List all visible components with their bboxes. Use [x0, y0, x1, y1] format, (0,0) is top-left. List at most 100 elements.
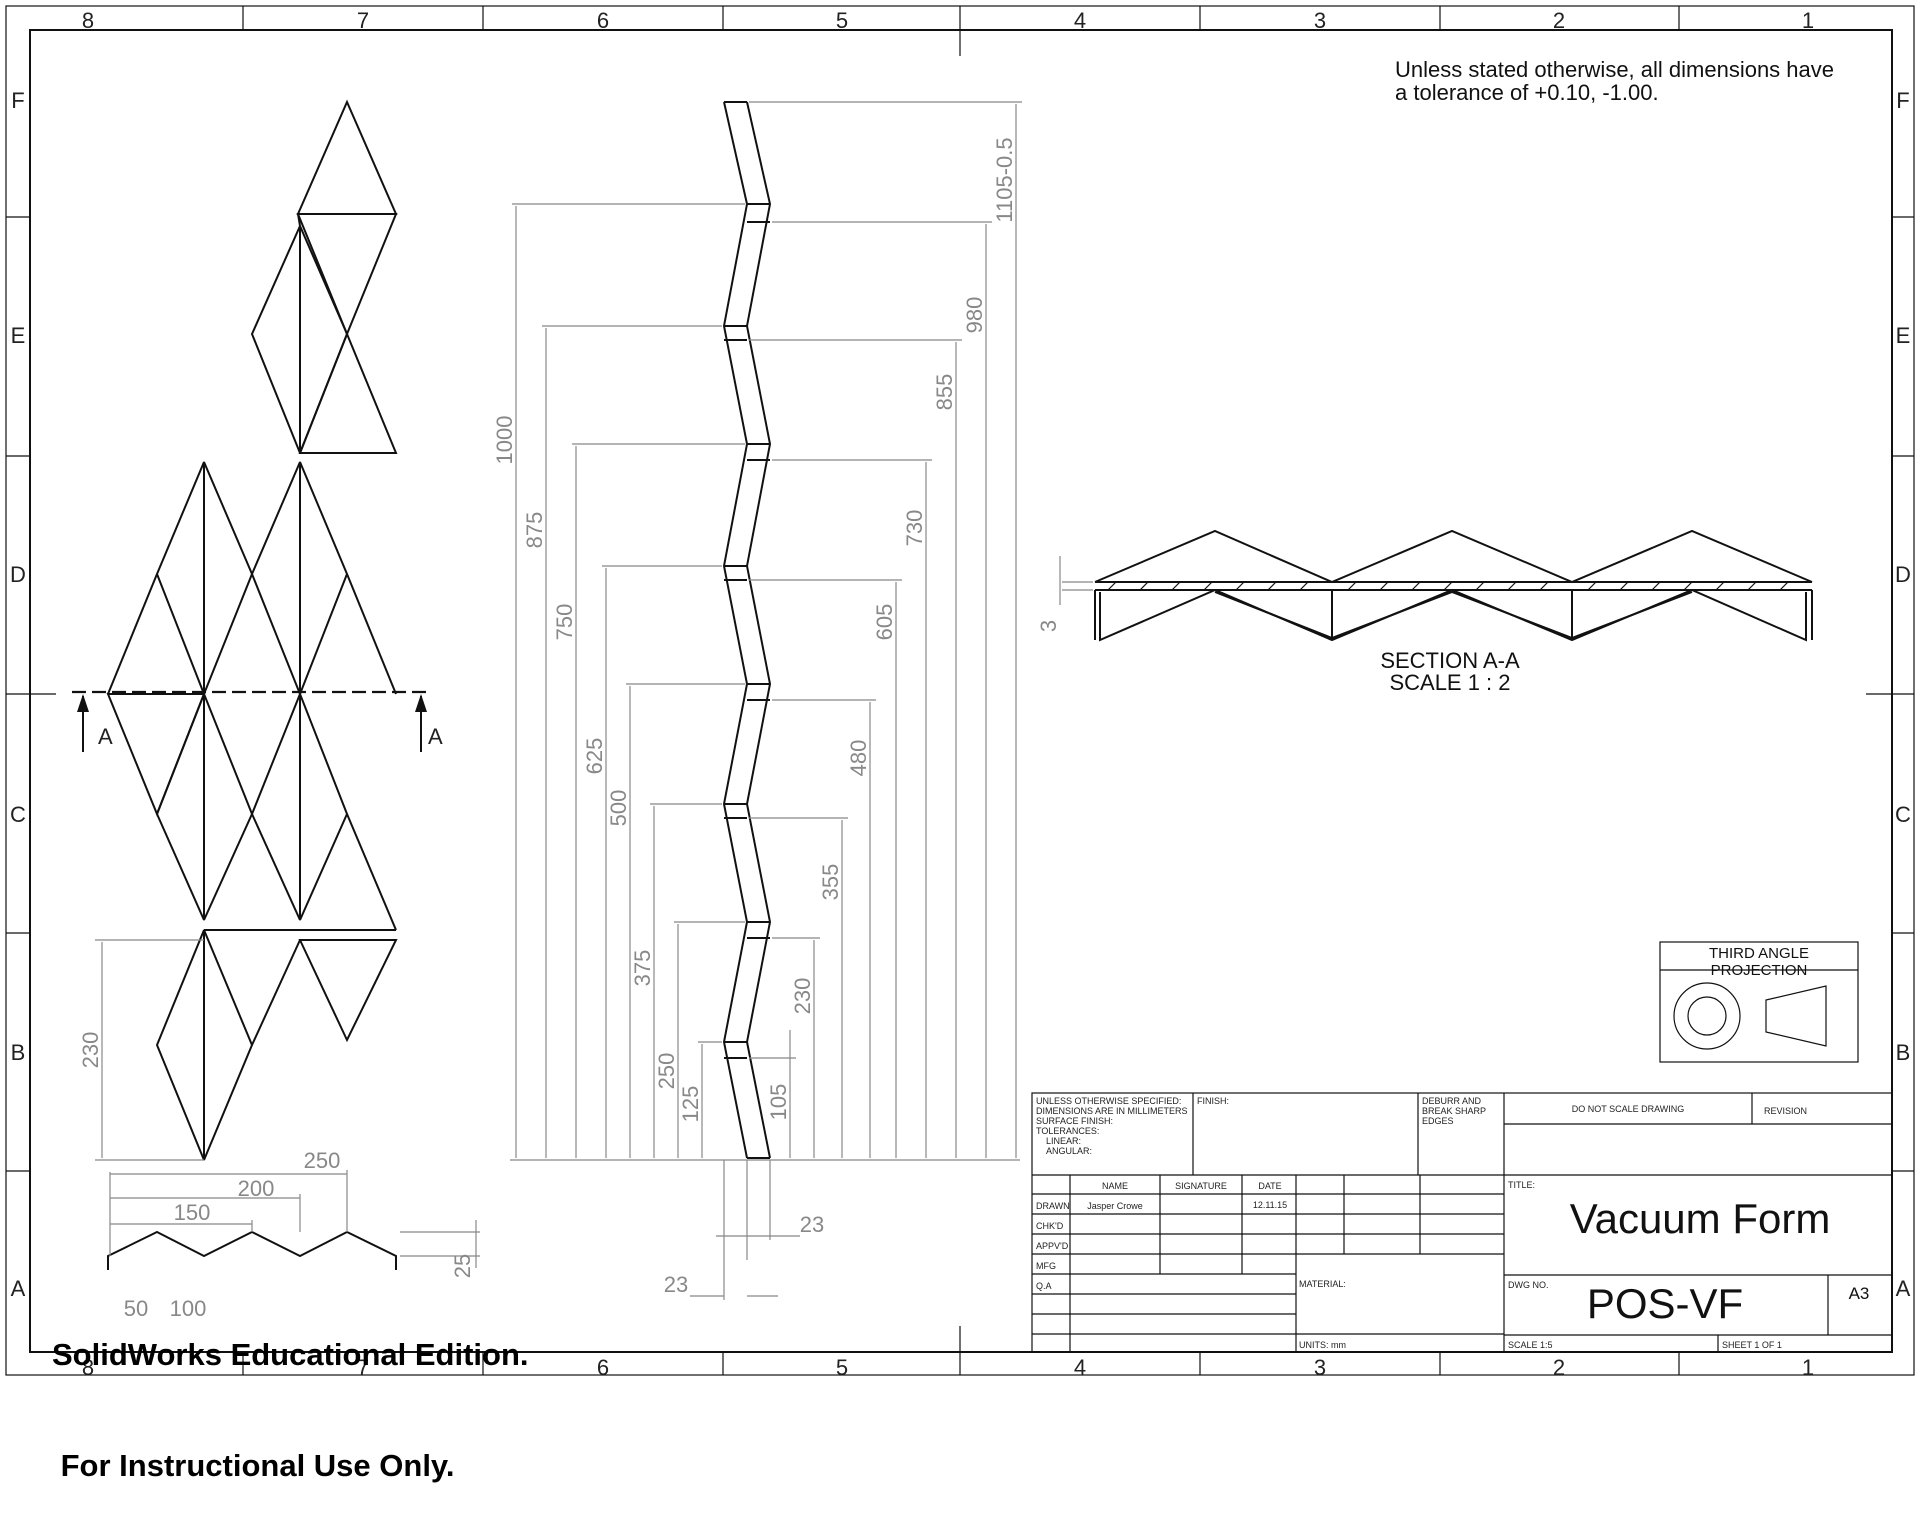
dim-605: 605 — [872, 604, 897, 641]
dim-500: 500 — [606, 790, 631, 827]
zone-col-3: 3 — [1314, 8, 1326, 33]
section-thickness-label: 3 — [1036, 620, 1061, 632]
flat-height-label: 230 — [78, 1032, 103, 1069]
zone-col-1: 1 — [1802, 8, 1814, 33]
zone-row-c-right: C — [1895, 802, 1911, 827]
tolerance-note: Unless stated otherwise, all dimensions … — [1395, 58, 1834, 104]
tb-revision: REVISION — [1764, 1106, 1807, 1116]
zone-col-1-bottom: 1 — [1802, 1355, 1814, 1380]
tolerance-note-line2: a tolerance of +0.10, -1.00. — [1395, 80, 1659, 105]
dim-730: 730 — [902, 510, 927, 547]
tb-finish: FINISH: — [1197, 1096, 1229, 1106]
tb-sheet: SHEET 1 OF 1 — [1722, 1340, 1782, 1350]
watermark-line1: SolidWorks Educational Edition. — [52, 1337, 529, 1372]
tb-drawn-by: Jasper Crowe — [1087, 1201, 1143, 1211]
flat-width-100: 100 — [170, 1296, 207, 1321]
zone-row-b: B — [11, 1040, 26, 1065]
dim-855: 855 — [932, 374, 957, 411]
title-block-grid — [1031, 1092, 1893, 1353]
dim-1105: 1105-0.5 — [992, 137, 1017, 222]
tb-title-label: TITLE: — [1508, 1180, 1535, 1190]
dim-23-lower: 23 — [664, 1272, 688, 1297]
flat-height-dimension — [95, 939, 204, 1161]
tb-role-chkd: CHK'D — [1036, 1221, 1064, 1231]
section-thickness-dim — [1059, 556, 1093, 605]
tb-header-date: DATE — [1258, 1181, 1281, 1191]
tb-header-signature: SIGNATURE — [1175, 1181, 1227, 1191]
dim-1000: 1000 — [492, 416, 517, 465]
tb-unless-3: TOLERANCES: — [1036, 1126, 1099, 1136]
projection-cone-icon — [1765, 985, 1827, 1047]
zone-col-5: 5 — [836, 8, 848, 33]
zone-row-a-right: A — [1896, 1276, 1911, 1301]
flat-width-50: 50 — [124, 1296, 148, 1321]
zone-row-d: D — [10, 562, 26, 587]
tolerance-note-line1: Unless stated otherwise, all dimensions … — [1395, 57, 1835, 82]
dim-105: 105 — [766, 1084, 791, 1121]
dim-250: 250 — [654, 1053, 679, 1090]
section-label: SECTION A-A SCALE 1 : 2 — [1330, 650, 1570, 694]
tb-scale: SCALE 1:5 — [1508, 1340, 1553, 1350]
zone-col-4-bottom: 4 — [1074, 1355, 1086, 1380]
section-scale: SCALE 1 : 2 — [1389, 670, 1511, 695]
tb-drawn-date: 12.11.15 — [1253, 1200, 1287, 1210]
zone-col-6: 6 — [597, 8, 609, 33]
drawing-number: POS-VF — [1586, 1280, 1744, 1327]
side-left-dimension-lines — [510, 203, 1020, 1161]
section-title: SECTION A-A — [1380, 648, 1520, 673]
end-view-dimensions — [109, 1170, 480, 1268]
projection-label: THIRD ANGLE PROJECTION — [1708, 945, 1810, 979]
zone-row-e: E — [11, 323, 26, 348]
drawing-sheet: 8 7 6 5 4 3 2 1 8 7 6 5 4 3 2 1 F E D C … — [5, 5, 1915, 1380]
zone-labels: 8 7 6 5 4 3 2 1 8 7 6 5 4 3 2 1 F E D C … — [10, 8, 1911, 1380]
tb-unless-0: UNLESS OTHERWISE SPECIFIED: — [1036, 1096, 1181, 1106]
zone-col-6-bottom: 6 — [597, 1355, 609, 1380]
tb-unless-4: LINEAR: — [1046, 1136, 1081, 1146]
zone-ticks — [6, 6, 1914, 1375]
tb-unless-2: SURFACE FINISH: — [1036, 1116, 1113, 1126]
projection-symbol — [1659, 941, 1859, 1063]
dim-125: 125 — [678, 1086, 703, 1123]
tb-dwg-label: DWG NO. — [1508, 1280, 1549, 1290]
zone-col-4: 4 — [1074, 8, 1086, 33]
tb-deburr-2: EDGES — [1422, 1116, 1454, 1126]
dim-625: 625 — [582, 738, 607, 775]
tb-units: UNITS: mm — [1299, 1340, 1346, 1350]
zone-col-2: 2 — [1553, 8, 1565, 33]
tb-header-name: NAME — [1102, 1181, 1128, 1191]
dim-375: 375 — [630, 950, 655, 987]
section-marker-right: A — [428, 724, 443, 749]
flat-height-25: 25 — [450, 1254, 475, 1278]
watermark-line2: For Instructional Use Only. — [52, 1448, 455, 1483]
section-marker-left: A — [98, 724, 113, 749]
dim-230: 230 — [790, 978, 815, 1015]
zone-col-7: 7 — [357, 8, 369, 33]
tb-deburr-1: BREAK SHARP — [1422, 1106, 1486, 1116]
zone-row-b-right: B — [1896, 1040, 1911, 1065]
zone-col-5-bottom: 5 — [836, 1355, 848, 1380]
zone-col-8: 8 — [82, 8, 94, 33]
dim-23-upper: 23 — [800, 1212, 824, 1237]
dim-750: 750 — [552, 604, 577, 641]
dim-480: 480 — [846, 740, 871, 777]
tb-do-not-scale: DO NOT SCALE DRAWING — [1572, 1104, 1685, 1114]
flat-pattern-view — [106, 99, 398, 1161]
tb-unless-5: ANGULAR: — [1046, 1146, 1092, 1156]
tb-role-drawn: DRAWN — [1036, 1201, 1070, 1211]
flat-width-200: 200 — [238, 1176, 275, 1201]
title-block-text: UNLESS OTHERWISE SPECIFIED: DIMENSIONS A… — [1036, 1096, 1807, 1350]
tb-role-qa: Q.A — [1036, 1281, 1052, 1291]
zone-row-f: F — [11, 88, 24, 113]
tb-material: MATERIAL: — [1299, 1279, 1346, 1289]
zone-row-f-right: F — [1896, 88, 1909, 113]
tb-deburr-0: DEBURR AND — [1422, 1096, 1482, 1106]
flat-width-250: 250 — [304, 1148, 341, 1173]
tb-role-appvd: APPV'D — [1036, 1241, 1069, 1251]
section-view — [1094, 529, 1813, 642]
side-bottom-dimensions — [690, 1160, 800, 1300]
outer-border — [5, 5, 1915, 1376]
zone-row-e-right: E — [1896, 323, 1911, 348]
flat-width-150: 150 — [174, 1200, 211, 1225]
tb-role-mfg: MFG — [1036, 1261, 1056, 1271]
side-right-dimension-lines — [749, 101, 1022, 1158]
